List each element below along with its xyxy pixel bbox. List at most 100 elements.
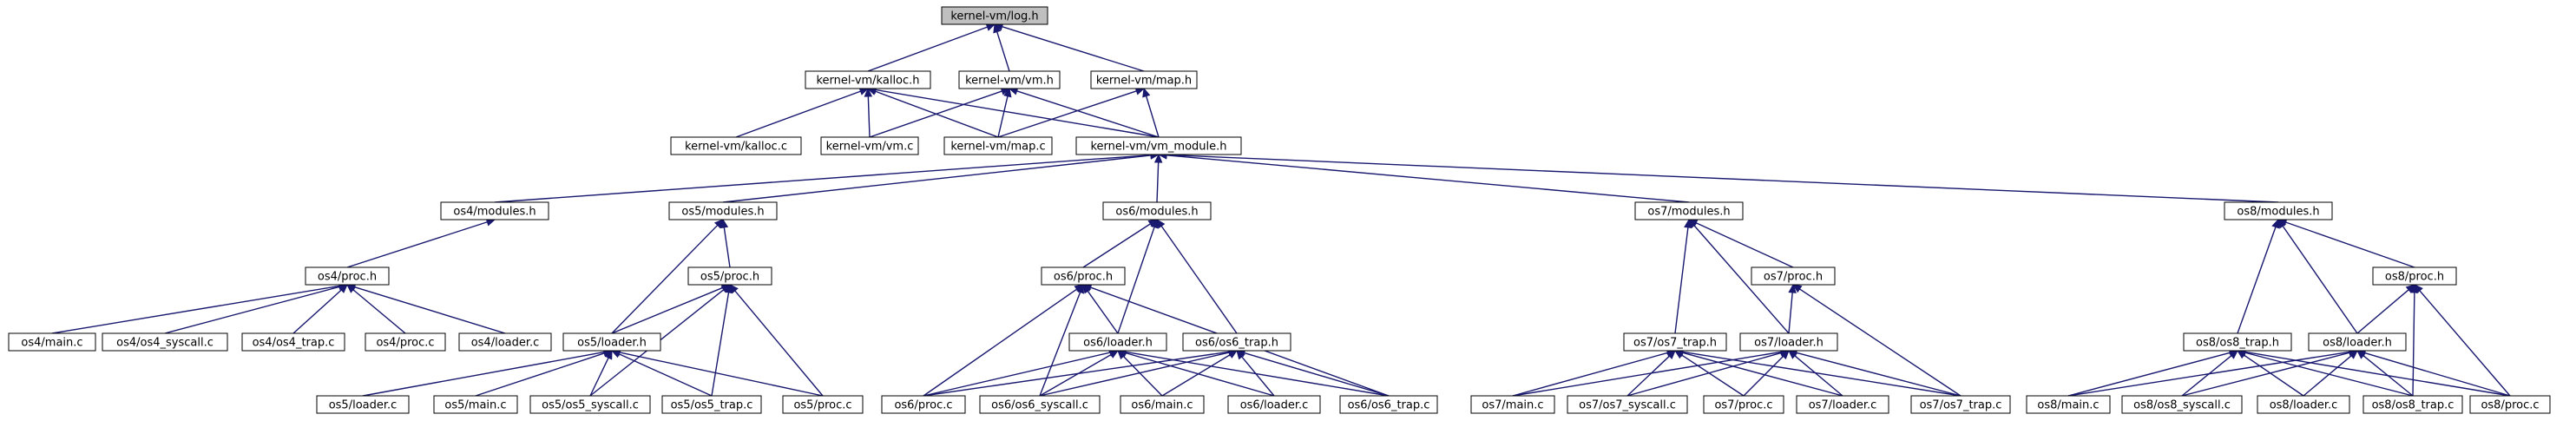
node-os8-os8-syscall-c[interactable]: os8/os8_syscall.c xyxy=(2121,395,2243,414)
node-os4-main-c[interactable]: os4/main.c xyxy=(8,332,96,352)
node-label: os7/proc.h xyxy=(1764,271,1823,284)
node-label: os8/proc.c xyxy=(2481,399,2539,412)
node-box xyxy=(365,332,446,352)
edge-os6_loader_h-to-os6_proc_h xyxy=(1082,283,1119,334)
edge-os8_trap_h-to-os8_mod xyxy=(2237,218,2280,334)
edge-os4_trap-to-os4_proc_h xyxy=(292,284,348,334)
node-label: os6/loader.c xyxy=(1240,399,1309,412)
edge-os8_loader_h-to-os8_mod xyxy=(2277,218,2358,334)
edge-os6_loader_h-to-os6_mod xyxy=(1117,218,1159,334)
node-label: os7/loader.c xyxy=(1809,399,1877,412)
node-label: os5/main.c xyxy=(444,399,506,412)
node-label: os7/modules.h xyxy=(1647,206,1730,219)
node-os4-loader-c[interactable]: os4/loader.c xyxy=(458,332,552,352)
node-os5-loader-c[interactable]: os5/loader.c xyxy=(316,395,410,414)
edge-os6_loader_c-to-os6_trap_h xyxy=(1236,350,1275,397)
node-label: os5/proc.c xyxy=(793,399,851,412)
node-os4-os4-trap-c[interactable]: os4/os4_trap.c xyxy=(241,332,345,352)
node-kernel-vm-kalloc-h[interactable]: kernel-vm/kalloc.h xyxy=(805,70,931,89)
node-kernel-vm-vm-c[interactable]: kernel-vm/vm.c xyxy=(820,136,919,155)
node-box xyxy=(2224,201,2333,220)
node-box xyxy=(782,395,864,414)
node-os7-main-c[interactable]: os7/main.c xyxy=(1470,395,1555,414)
node-os8-loader-h[interactable]: os8/loader.h xyxy=(2308,332,2407,352)
node-os4-proc-h[interactable]: os4/proc.h xyxy=(305,266,390,286)
node-os6-proc-c[interactable]: os6/proc.c xyxy=(881,395,966,414)
edge-os7_loader_h-to-os7_proc_h xyxy=(1788,283,1797,334)
node-box xyxy=(661,395,762,414)
node-os6-os6-trap-h[interactable]: os6/os6_trap.h xyxy=(1182,332,1291,352)
node-os4-os4-syscall-c[interactable]: os4/os4_syscall.c xyxy=(102,332,228,352)
node-label: os6/os6_syscall.c xyxy=(991,399,1088,412)
node-os6-os6-syscall-c[interactable]: os6/os6_syscall.c xyxy=(979,395,1101,414)
node-os8-modules-h[interactable]: os8/modules.h xyxy=(2224,201,2333,220)
node-box xyxy=(305,266,390,286)
node-os5-proc-c[interactable]: os5/proc.c xyxy=(782,395,864,414)
node-label: os6/proc.h xyxy=(1054,271,1113,284)
node-os5-modules-h[interactable]: os5/modules.h xyxy=(668,201,778,220)
node-os8-proc-c[interactable]: os8/proc.c xyxy=(2469,395,2551,414)
edge-os5_proc_c-to-os5_proc_h xyxy=(729,284,824,397)
edge-vm_module-to-map_h xyxy=(1142,87,1160,138)
node-box xyxy=(2308,332,2407,352)
node-os6-os6-trap-c[interactable]: os6/os6_trap.c xyxy=(1339,395,1438,414)
node-label: kernel-vm/kalloc.h xyxy=(816,75,919,88)
edge-os4_mod-to-vm_module xyxy=(494,150,1160,203)
node-box xyxy=(529,395,651,414)
node-os7-os7-trap-h[interactable]: os7/os7_trap.h xyxy=(1623,332,1727,352)
node-kernel-vm-vm-h[interactable]: kernel-vm/vm.h xyxy=(958,70,1061,89)
node-box xyxy=(2183,332,2292,352)
node-os5-os5-syscall-c[interactable]: os5/os5_syscall.c xyxy=(529,395,651,414)
node-os8-os8-trap-c[interactable]: os8/os8_trap.c xyxy=(2362,395,2463,414)
node-kernel-vm-map-c[interactable]: kernel-vm/map.c xyxy=(943,136,1053,155)
node-box xyxy=(8,332,96,352)
edge-os8_mod-to-vm_module xyxy=(1157,150,2279,203)
node-os8-loader-c[interactable]: os8/loader.c xyxy=(2257,395,2350,414)
node-box xyxy=(1751,266,1836,286)
node-os8-proc-h[interactable]: os8/proc.h xyxy=(2372,266,2457,286)
node-label: os5/proc.h xyxy=(700,271,759,284)
node-os7-proc-h[interactable]: os7/proc.h xyxy=(1751,266,1836,286)
node-label: os4/modules.h xyxy=(453,206,536,219)
edge-os7_trap_h-to-os7_mod xyxy=(1674,218,1692,334)
node-os5-loader-h[interactable]: os5/loader.h xyxy=(562,332,661,352)
node-os7-os7-trap-c[interactable]: os7/os7_trap.c xyxy=(1910,395,2011,414)
node-box xyxy=(2362,395,2463,414)
node-os6-loader-h[interactable]: os6/loader.h xyxy=(1068,332,1167,352)
node-os7-proc-c[interactable]: os7/proc.c xyxy=(1703,395,1784,414)
node-os8-os8-trap-h[interactable]: os8/os8_trap.h xyxy=(2183,332,2292,352)
edge-os8_loader_h-to-os8_proc_h xyxy=(2356,284,2415,334)
node-os5-main-c[interactable]: os5/main.c xyxy=(433,395,518,414)
node-os7-os7-syscall-c[interactable]: os7/os7_syscall.c xyxy=(1567,395,1688,414)
node-os7-modules-h[interactable]: os7/modules.h xyxy=(1634,201,1744,220)
edge-os7_sys-to-os7_trap_h xyxy=(1626,350,1676,397)
node-kernel-vm-log-h[interactable]: kernel-vm/log.h xyxy=(941,6,1048,25)
node-os4-modules-h[interactable]: os4/modules.h xyxy=(440,201,549,220)
node-os4-proc-c[interactable]: os4/proc.c xyxy=(365,332,446,352)
node-kernel-vm-vm-module-h[interactable]: kernel-vm/vm_module.h xyxy=(1075,136,1242,155)
node-os8-main-c[interactable]: os8/main.c xyxy=(2026,395,2111,414)
node-os7-loader-c[interactable]: os7/loader.c xyxy=(1796,395,1889,414)
node-kernel-vm-map-h[interactable]: kernel-vm/map.h xyxy=(1090,70,1198,89)
edge-os7_proc_c-to-os7_loader_h xyxy=(1743,350,1790,397)
node-os6-modules-h[interactable]: os6/modules.h xyxy=(1102,201,1212,220)
edge-os7_mod-to-vm_module xyxy=(1157,151,1690,203)
node-os6-proc-h[interactable]: os6/proc.h xyxy=(1041,266,1126,286)
node-label: kernel-vm/map.c xyxy=(950,141,1045,154)
node-box xyxy=(1075,136,1242,155)
node-box xyxy=(2372,266,2457,286)
node-box xyxy=(458,332,552,352)
node-os6-main-c[interactable]: os6/main.c xyxy=(1120,395,1205,414)
node-box xyxy=(2121,395,2243,414)
node-os5-proc-h[interactable]: os5/proc.h xyxy=(687,266,772,286)
node-kernel-vm-kalloc-c[interactable]: kernel-vm/kalloc.c xyxy=(670,136,802,155)
edge-kalloc_c-to-kalloc_h xyxy=(735,87,870,138)
node-os6-loader-c[interactable]: os6/loader.c xyxy=(1227,395,1321,414)
edge-os5_trap-to-os5_loader_h xyxy=(610,350,713,397)
node-os5-os5-trap-c[interactable]: os5/os5_trap.c xyxy=(661,395,762,414)
node-label: os6/loader.h xyxy=(1083,337,1153,350)
edge-vm_module-to-vm_h xyxy=(1008,87,1160,138)
node-os7-loader-h[interactable]: os7/loader.h xyxy=(1739,332,1838,352)
node-label: os4/os4_trap.c xyxy=(253,337,335,350)
